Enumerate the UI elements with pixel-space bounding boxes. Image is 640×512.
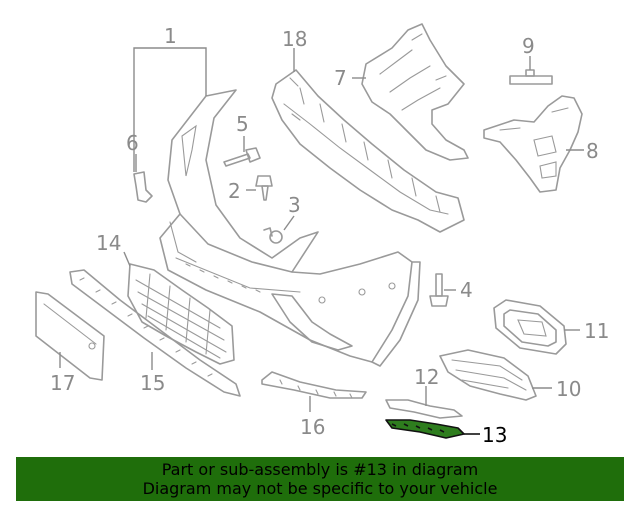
part-1-bumper-cover xyxy=(159,89,421,367)
leader-1 xyxy=(133,47,207,172)
part-13-trim-strip-highlighted xyxy=(385,419,465,439)
leader-3 xyxy=(283,215,295,231)
part-16-lower-trim xyxy=(261,371,367,399)
info-banner: Part or sub-assembly is #13 in diagram D… xyxy=(16,457,624,501)
callout-15: 15 xyxy=(140,371,165,395)
callout-9: 9 xyxy=(522,34,535,58)
part-18-absorber xyxy=(271,69,465,233)
part-11-grille-ring xyxy=(493,299,567,355)
part-7-bracket xyxy=(361,23,469,161)
part-14-lower-grille xyxy=(127,263,235,365)
callout-8: 8 xyxy=(586,139,599,163)
callout-3: 3 xyxy=(288,193,301,217)
callout-5: 5 xyxy=(236,112,249,136)
callout-10: 10 xyxy=(556,377,581,401)
part-6-bracket xyxy=(133,171,153,203)
part-3-clip xyxy=(263,227,283,244)
part-2-screw xyxy=(255,175,273,201)
part-4-bolt xyxy=(429,273,449,307)
part-10-grille-insert xyxy=(439,349,537,401)
parts-diagram: 1 6 5 2 3 18 7 xyxy=(35,23,609,447)
leader-14 xyxy=(123,251,131,267)
part-15-spoiler-strip xyxy=(69,269,241,397)
callout-12: 12 xyxy=(414,365,439,389)
callout-16: 16 xyxy=(300,415,325,439)
callout-6: 6 xyxy=(126,131,139,155)
callout-18: 18 xyxy=(282,27,307,51)
callout-11: 11 xyxy=(584,319,609,343)
callout-1: 1 xyxy=(164,24,177,48)
part-5-bolt xyxy=(223,147,261,167)
callout-17: 17 xyxy=(50,371,75,395)
part-17-plate-bracket xyxy=(35,291,105,381)
callout-14: 14 xyxy=(96,231,121,255)
banner-line-1: Part or sub-assembly is #13 in diagram xyxy=(161,460,479,479)
callout-13: 13 xyxy=(482,423,507,447)
part-9-clip xyxy=(509,69,553,85)
callout-4: 4 xyxy=(460,278,473,302)
callout-7: 7 xyxy=(334,66,347,90)
part-8-bracket xyxy=(483,95,583,193)
banner-line-2: Diagram may not be specific to your vehi… xyxy=(142,479,498,498)
part-12-trim-strip xyxy=(385,399,463,419)
callout-2: 2 xyxy=(228,179,241,203)
